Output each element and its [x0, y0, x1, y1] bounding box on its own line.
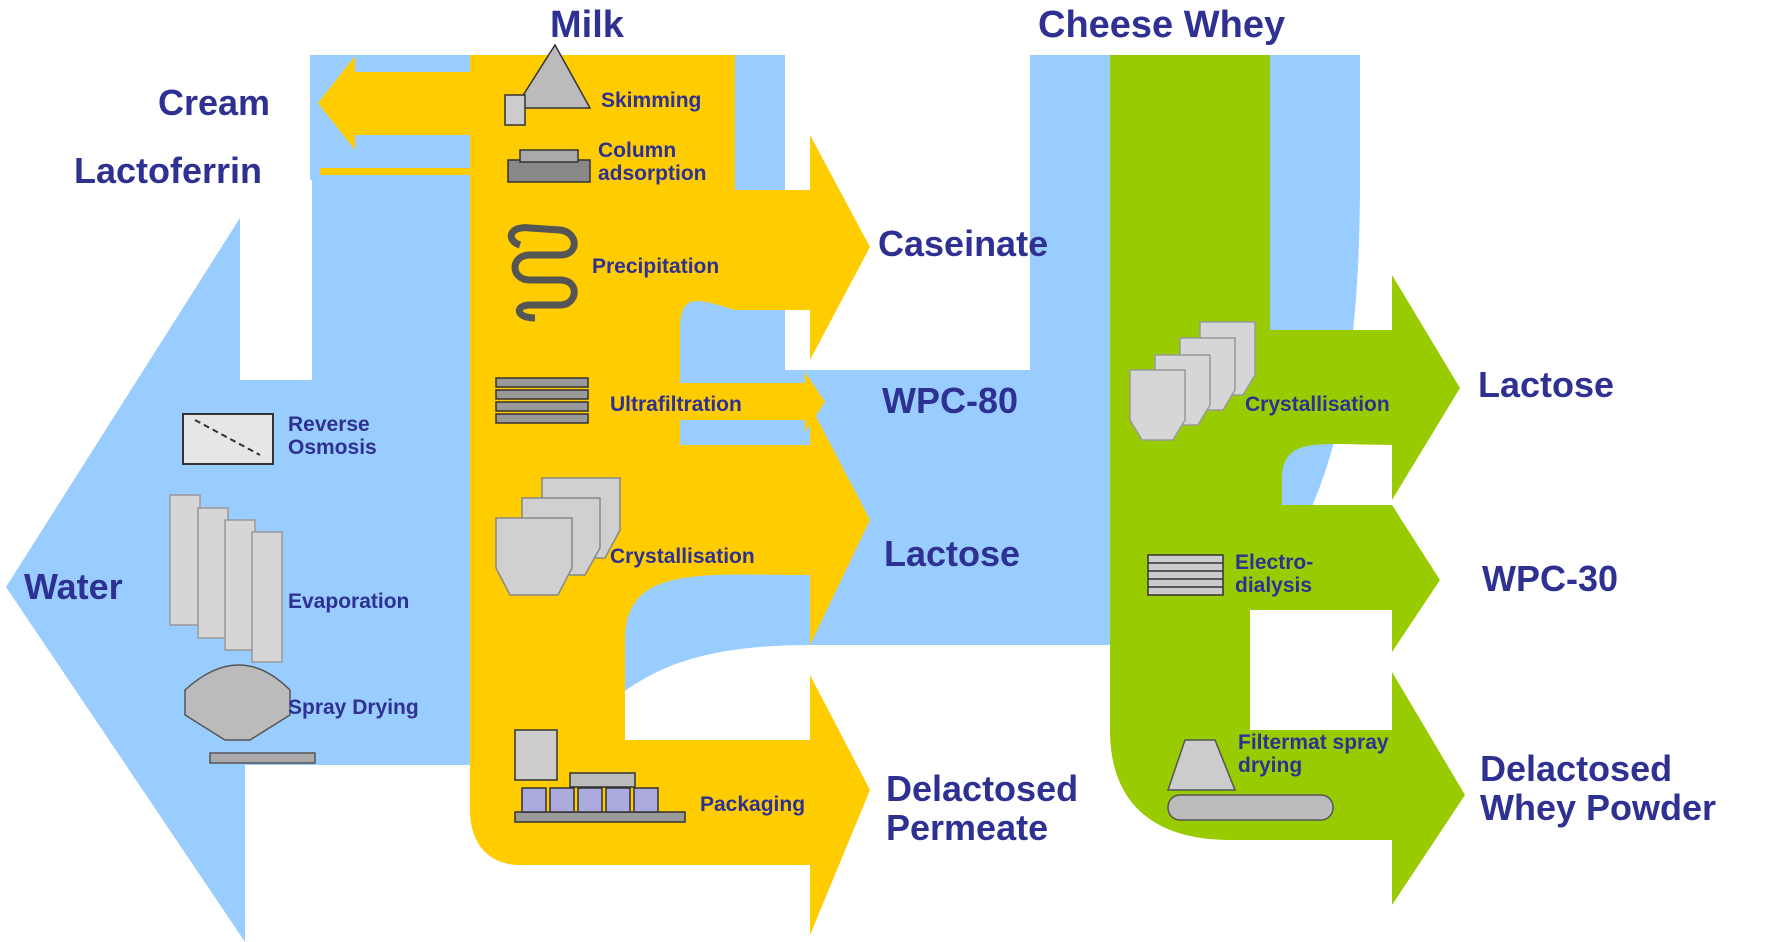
spray-drying-icon	[184, 664, 316, 764]
packaging-icon	[514, 729, 686, 823]
ed-line-2: dialysis	[1235, 573, 1313, 597]
skimming-label: Skimming	[601, 89, 702, 112]
milk-flow	[318, 55, 870, 935]
skimming-icon	[504, 43, 592, 126]
filtermat-line-1: Filtermat spray	[1238, 731, 1389, 754]
water-label: Water	[24, 566, 123, 607]
powder-line-1: Delactosed	[1480, 748, 1673, 789]
cheese-whey-header: Cheese Whey	[1038, 4, 1286, 46]
whey-crystallisation-label: Crystallisation	[1245, 393, 1390, 416]
reverse-osmosis-icon	[182, 413, 274, 465]
whey-wpc30-arrow	[1282, 505, 1440, 652]
electrodialysis-label: Electro- dialysis	[1235, 551, 1314, 597]
column-adsorption-icon	[507, 149, 591, 183]
ultrafiltration-icon	[495, 377, 589, 424]
spray-drying-label: Spray Drying	[288, 696, 419, 719]
electrodialysis-icon	[1147, 554, 1224, 596]
whey-flow	[1110, 55, 1465, 905]
wpc80-label: WPC-80	[882, 380, 1019, 421]
permeate-line-1: Delactosed	[886, 768, 1079, 809]
filtermat-spray-drying-icon	[1166, 739, 1334, 821]
caseinate-label: Caseinate	[878, 223, 1049, 264]
filtermat-label: Filtermat spray drying	[1238, 731, 1389, 777]
crystallisation-icon	[495, 477, 621, 596]
whey-crystallisation-icon	[1129, 321, 1256, 441]
ro-line-2: Osmosis	[288, 435, 377, 459]
whey-lactose-label: Lactose	[1478, 364, 1615, 405]
evaporation-label: Evaporation	[288, 590, 410, 613]
ed-line-1: Electro-	[1235, 551, 1314, 574]
milk-lactose-label: Lactose	[884, 533, 1021, 574]
milk-header: Milk	[550, 4, 624, 46]
packaging-label: Packaging	[700, 793, 806, 816]
delactosed-whey-powder-label: Delactosed Whey Powder	[1480, 748, 1717, 828]
cream-label: Cream	[158, 82, 271, 123]
lactoferrin-label: Lactoferrin	[74, 150, 263, 191]
column-line-2: adsorption	[598, 161, 707, 185]
delactosed-permeate-label: Delactosed Permeate	[886, 768, 1079, 848]
powder-line-2: Whey Powder	[1480, 786, 1717, 828]
filtermat-line-2: drying	[1238, 753, 1303, 777]
precipitation-label: Precipitation	[592, 255, 720, 278]
column-line-1: Column	[598, 139, 677, 162]
ro-line-1: Reverse	[288, 413, 370, 436]
reverse-osmosis-label: Reverse Osmosis	[288, 413, 377, 459]
water-gaps	[240, 180, 312, 380]
column-adsorption-label: Column adsorption	[598, 139, 707, 185]
crystallisation-label: Crystallisation	[610, 545, 755, 568]
wpc30-label: WPC-30	[1482, 558, 1619, 599]
evaporation-icon	[169, 494, 283, 663]
precipitation-icon	[507, 224, 578, 322]
ultrafiltration-label: Ultrafiltration	[610, 393, 742, 416]
permeate-line-2: Permeate	[886, 806, 1049, 848]
